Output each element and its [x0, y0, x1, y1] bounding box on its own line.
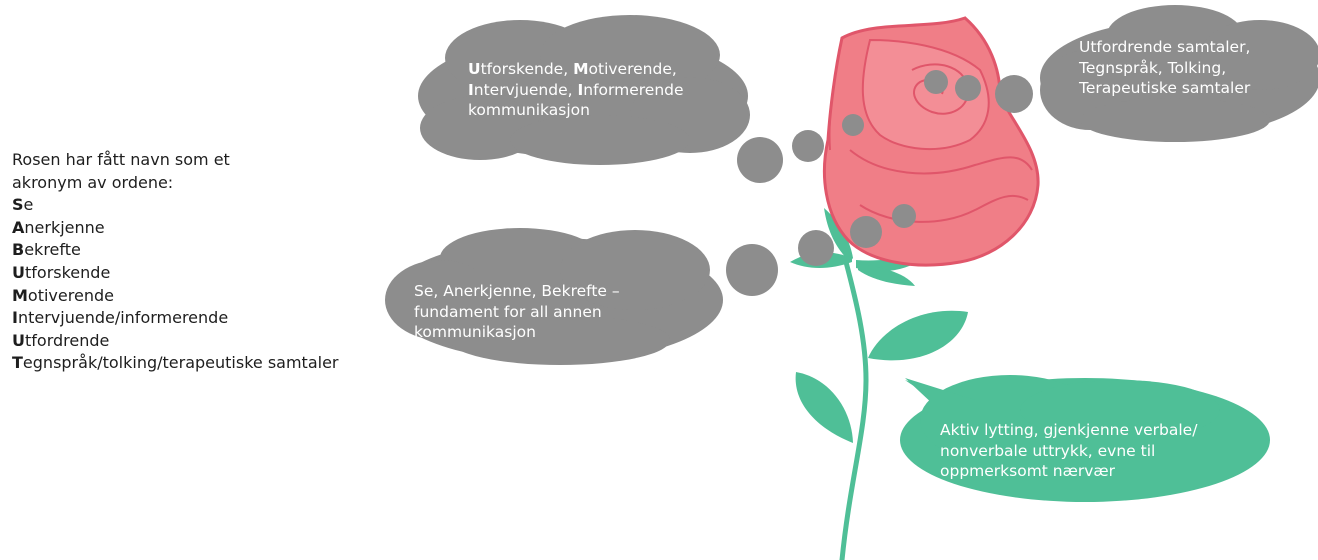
acronym-item: Tegnspråk/tolking/terapeutiske samtaler	[12, 352, 412, 375]
bubble-line: Se, Anerkjenne, Bekrefte –	[414, 281, 699, 302]
acronym-item: Se	[12, 194, 412, 217]
acronym-item: Utforskende	[12, 262, 412, 285]
acronym-item: Anerkjenne	[12, 217, 412, 240]
leaf-right	[868, 311, 968, 361]
acronym-item: Motiverende	[12, 285, 412, 308]
bubble-line: Aktiv lytting, gjenkjenne verbale/	[940, 420, 1260, 441]
bubble-line: nonverbale uttrykk, evne til	[940, 441, 1260, 462]
bubble-line: oppmerksomt nærvær	[940, 461, 1260, 482]
bubble-line: Terapeutiske samtaler	[1079, 78, 1309, 99]
leaf-left	[796, 372, 853, 443]
bubble-line: Intervjuende, Informerende	[468, 80, 738, 101]
bubble-line: kommunikasjon	[414, 322, 699, 343]
acronym-list: Rosen har fått navn som et akronym av or…	[12, 149, 412, 375]
bubble-line: Utforskende, Motiverende,	[468, 59, 738, 80]
acronym-item: Utfordrende	[12, 330, 412, 353]
bubble-line: fundament for all annen	[414, 302, 699, 323]
bubble-text-aktiv: Aktiv lytting, gjenkjenne verbale/ nonve…	[940, 420, 1260, 482]
bubble-line: Utfordrende samtaler,	[1079, 37, 1309, 58]
acronym-item: Intervjuende/informerende	[12, 307, 412, 330]
bubble-text-utfordrende: Utfordrende samtaler, Tegnspråk, Tolking…	[1079, 37, 1309, 99]
bubble-line: kommunikasjon	[468, 100, 738, 121]
acronym-intro-line: Rosen har fått navn som et	[12, 149, 412, 172]
acronym-intro-line: akronym av ordene:	[12, 172, 412, 195]
bubble-text-utforskende: Utforskende, Motiverende, Intervjuende, …	[468, 59, 738, 121]
bubble-text-sab: Se, Anerkjenne, Bekrefte – fundament for…	[414, 281, 699, 343]
rose-stem	[842, 262, 866, 560]
bubble-line: Tegnspråk, Tolking,	[1079, 58, 1309, 79]
acronym-item: Bekrefte	[12, 239, 412, 262]
